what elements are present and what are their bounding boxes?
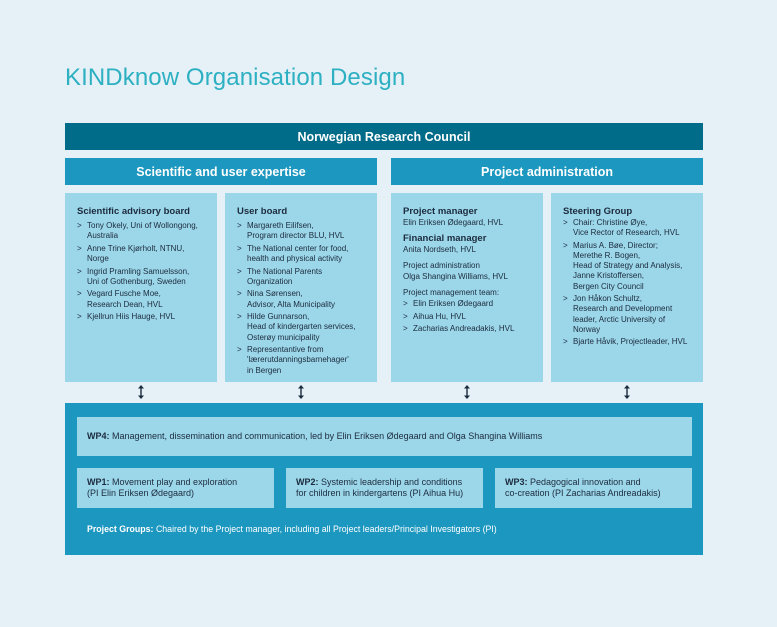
wp2-box: WP2: Systemic leadership and conditions … [286,468,483,508]
project-management-box: Project manager Elin Eriksen Ødegaard, H… [391,193,543,382]
double-arrow-icon [461,384,473,402]
wp1-box: WP1: Movement play and exploration (PI E… [77,468,274,508]
user-board-box: User board Margareth Eilifsen, Program d… [225,193,377,382]
list-item: Ingrid Pramling Samuelsson, Uni of Gothe… [77,267,207,287]
wp1-label: WP1: [87,477,110,487]
list-item: The National Parents Organization [237,267,367,287]
research-council-bar: Norwegian Research Council [65,123,703,150]
project-management-team-list: Elin Eriksen Ødegaard Aihua Hu, HVL Zach… [403,299,533,335]
steering-group-list: Chair: Christine Øye, Vice Rector of Res… [563,218,693,348]
wp1-text: Movement play and exploration (PI Elin E… [87,477,238,498]
list-item: Vegard Fusche Moe, Research Dean, HVL [77,289,207,309]
user-board-heading: User board [237,206,288,217]
list-item: Jon Håkon Schultz, Research and Developm… [563,294,693,335]
double-arrow-icon [295,384,307,402]
user-board-list: Margareth Eilifsen, Program director BLU… [237,221,367,376]
wp2-label: WP2: [296,477,319,487]
steering-group-heading: Steering Group [563,206,633,217]
list-item: Marius A. Bøe, Director; Merethe R. Boge… [563,241,693,292]
list-item: Nina Sørensen, Advisor, Alta Municipalit… [237,289,367,309]
scientific-advisory-board-box: Scientific advisory board Tony Okely, Un… [65,193,217,382]
project-administration-name: Olga Shangina Williams, HVL [403,271,508,281]
project-groups-text: Chaired by the Project manager, includin… [155,524,497,534]
scientific-advisory-board-list: Tony Okely, Uni of Wollongong, Australia… [77,221,207,323]
section-scientific-user-expertise: Scientific and user expertise [65,158,377,185]
wp3-box: WP3: Pedagogical innovation and co-creat… [495,468,692,508]
steering-group-box: Steering Group Chair: Christine Øye, Vic… [551,193,703,382]
list-item: Anne Trine Kjørholt, NTNU, Norge [77,244,207,264]
section-project-administration: Project administration [391,158,703,185]
financial-manager-name: Anita Nordseth, HVL [403,245,476,255]
wp3-label: WP3: [505,477,528,487]
list-item: Kjellrun Hiis Hauge, HVL [77,312,207,322]
financial-manager-heading: Financial manager [403,233,487,245]
wp4-label: WP4: [87,431,110,441]
list-item: Representantive from 'lærerutdanningsbar… [237,345,367,376]
list-item: Aihua Hu, HVL [403,312,533,322]
project-groups-label: Project Groups: [87,524,154,534]
double-arrow-icon [135,384,147,402]
project-management-team-label: Project management team: [403,287,500,297]
wp4-box: WP4: Management, dissemination and commu… [77,417,692,456]
scientific-advisory-board-heading: Scientific advisory board [77,206,190,217]
list-item: Chair: Christine Øye, Vice Rector of Res… [563,218,693,238]
list-item: The National center for food, health and… [237,244,367,264]
project-groups-note: Project Groups: Chaired by the Project m… [87,524,497,534]
list-item: Hilde Gunnarson, Head of kindergarten se… [237,312,367,343]
list-item: Margareth Eilifsen, Program director BLU… [237,221,367,241]
wp4-text: Management, dissemination and communicat… [112,431,543,441]
wp2-text: Systemic leadership and conditions for c… [296,477,464,498]
wp3-text: Pedagogical innovation and co-creation (… [505,477,661,498]
project-administration-label: Project administration [403,261,480,271]
project-manager-name: Elin Eriksen Ødegaard, HVL [403,218,504,227]
list-item: Zacharias Andreadakis, HVL [403,324,533,334]
page-title: KINDknow Organisation Design [65,64,406,91]
list-item: Tony Okely, Uni of Wollongong, Australia [77,221,207,241]
project-manager-heading: Project manager [403,206,478,217]
list-item: Bjarte Håvik, Projectleader, HVL [563,337,693,347]
list-item: Elin Eriksen Ødegaard [403,299,533,309]
double-arrow-icon [621,384,633,402]
